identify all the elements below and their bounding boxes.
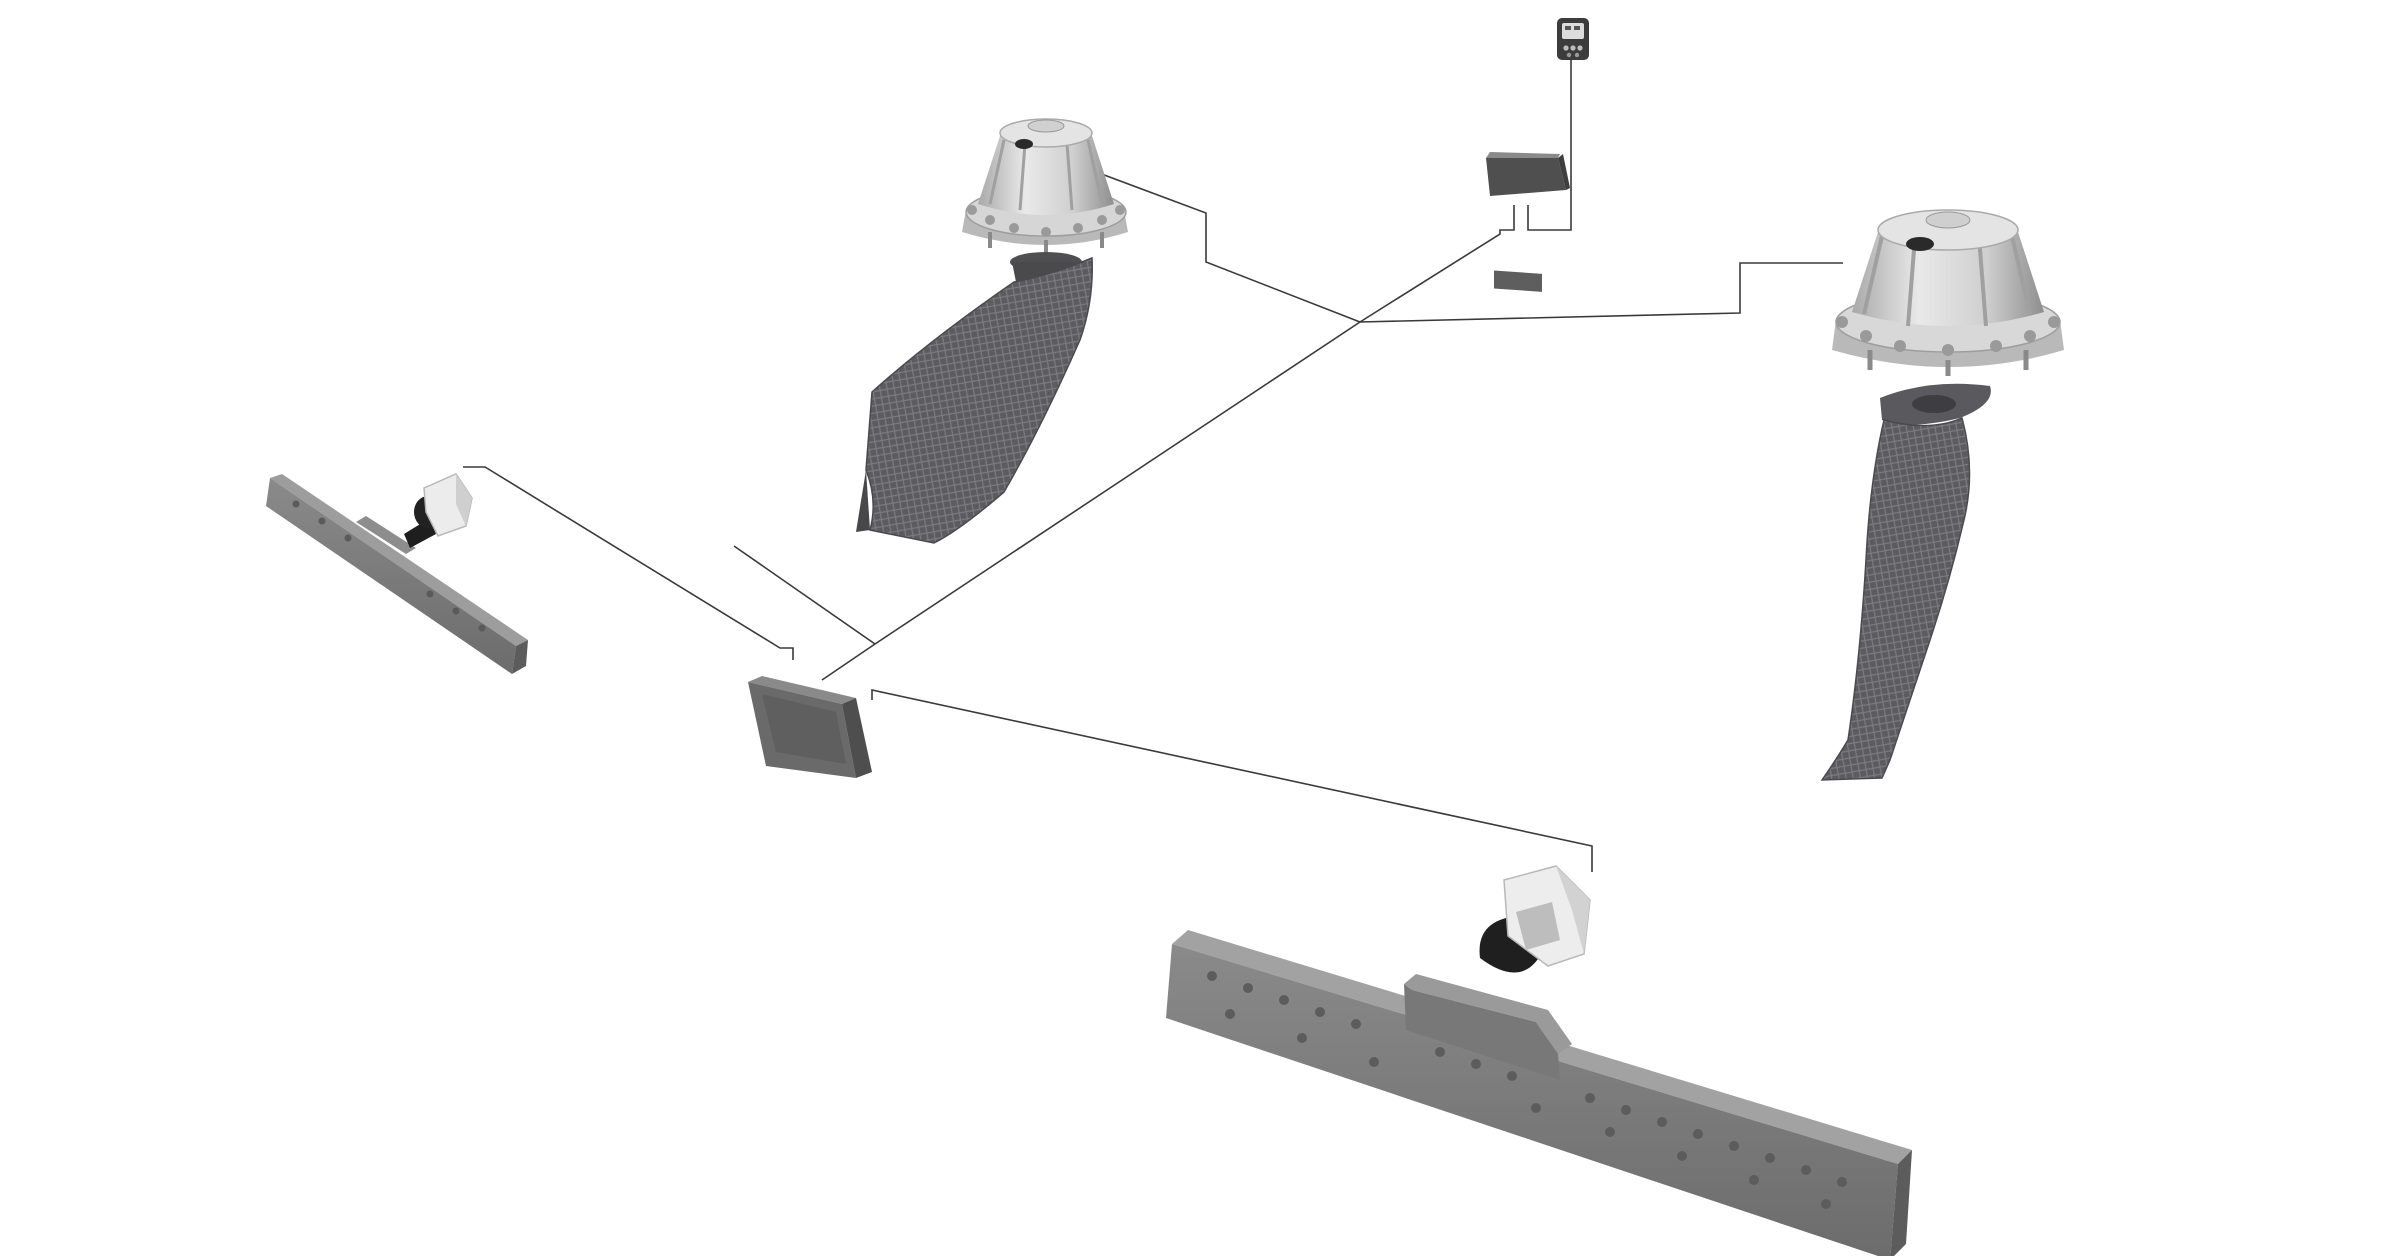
wire-hull-branch [733,545,876,645]
stabilizer-actuator-icon[interactable] [962,118,1128,254]
wire-upper-hub-to-junction [1359,205,1515,323]
wire-junction-to-starboard-actuator [1359,262,1843,323]
wire-port-trim-to-lower-hub [463,466,794,660]
stabilizer-fin-icon[interactable] [1820,383,1991,781]
trim-tab-icon[interactable] [1166,865,1912,1256]
wire-lower-hub-to-starboard-trim [871,689,1593,872]
wire-port-actuator-to-junction [1031,147,1361,323]
wiring [463,40,1843,872]
hub-module-icon[interactable] [1486,152,1570,292]
stabilizer-actuator-icon[interactable] [1832,209,2064,376]
wire-display-to-upper-hub [1527,40,1572,231]
trim-tab-icon[interactable] [266,473,528,674]
control-display-icon[interactable] [1557,18,1589,60]
trim-actuator-icon [1479,865,1591,973]
trim-actuator-icon [404,473,473,548]
stabilizer-fin-icon[interactable] [856,252,1093,544]
hub-module-icon[interactable] [748,676,872,778]
